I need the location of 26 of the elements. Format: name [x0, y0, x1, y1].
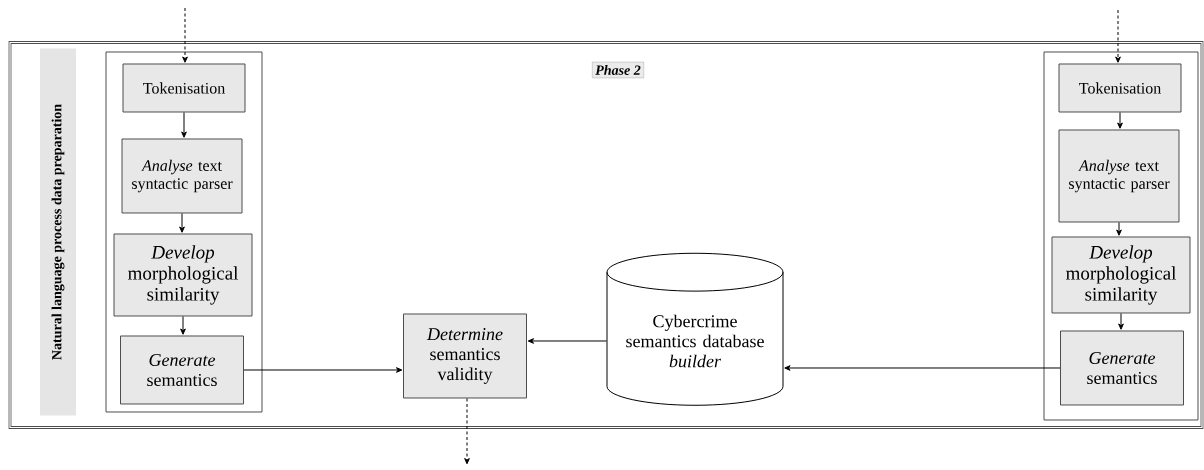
process-box: Generate semantics	[120, 335, 244, 405]
process-box: Generate semantics	[1060, 330, 1184, 406]
arrow	[464, 398, 470, 465]
process-box: Develop morphological similarity	[113, 233, 253, 317]
column-frame	[105, 51, 263, 413]
process-box: Determine semantics validity	[403, 313, 527, 399]
arrow	[179, 213, 185, 233]
arrow	[180, 316, 186, 335]
arrow	[527, 338, 607, 344]
vertical-band: Natural language process data preparation	[40, 48, 76, 416]
arrow	[1118, 313, 1124, 330]
arrow	[181, 112, 187, 138]
database-cylinder: Cybercrime semantics database builder	[606, 252, 784, 406]
arrow	[1116, 222, 1122, 236]
process-box: Tokenisation	[122, 63, 246, 113]
arrow	[1115, 9, 1121, 63]
arrow	[784, 365, 1061, 371]
process-box: Analyse text syntactic parser	[121, 138, 243, 214]
phase-label: Phase 2	[592, 61, 644, 79]
process-box: Analyse text syntactic parser	[1058, 129, 1180, 223]
arrow	[182, 7, 188, 63]
arrow	[243, 367, 403, 373]
process-box: Develop morphological similarity	[1051, 236, 1191, 314]
arrow	[1117, 112, 1123, 129]
column-frame	[1043, 51, 1199, 421]
process-box: Tokenisation	[1058, 63, 1182, 113]
